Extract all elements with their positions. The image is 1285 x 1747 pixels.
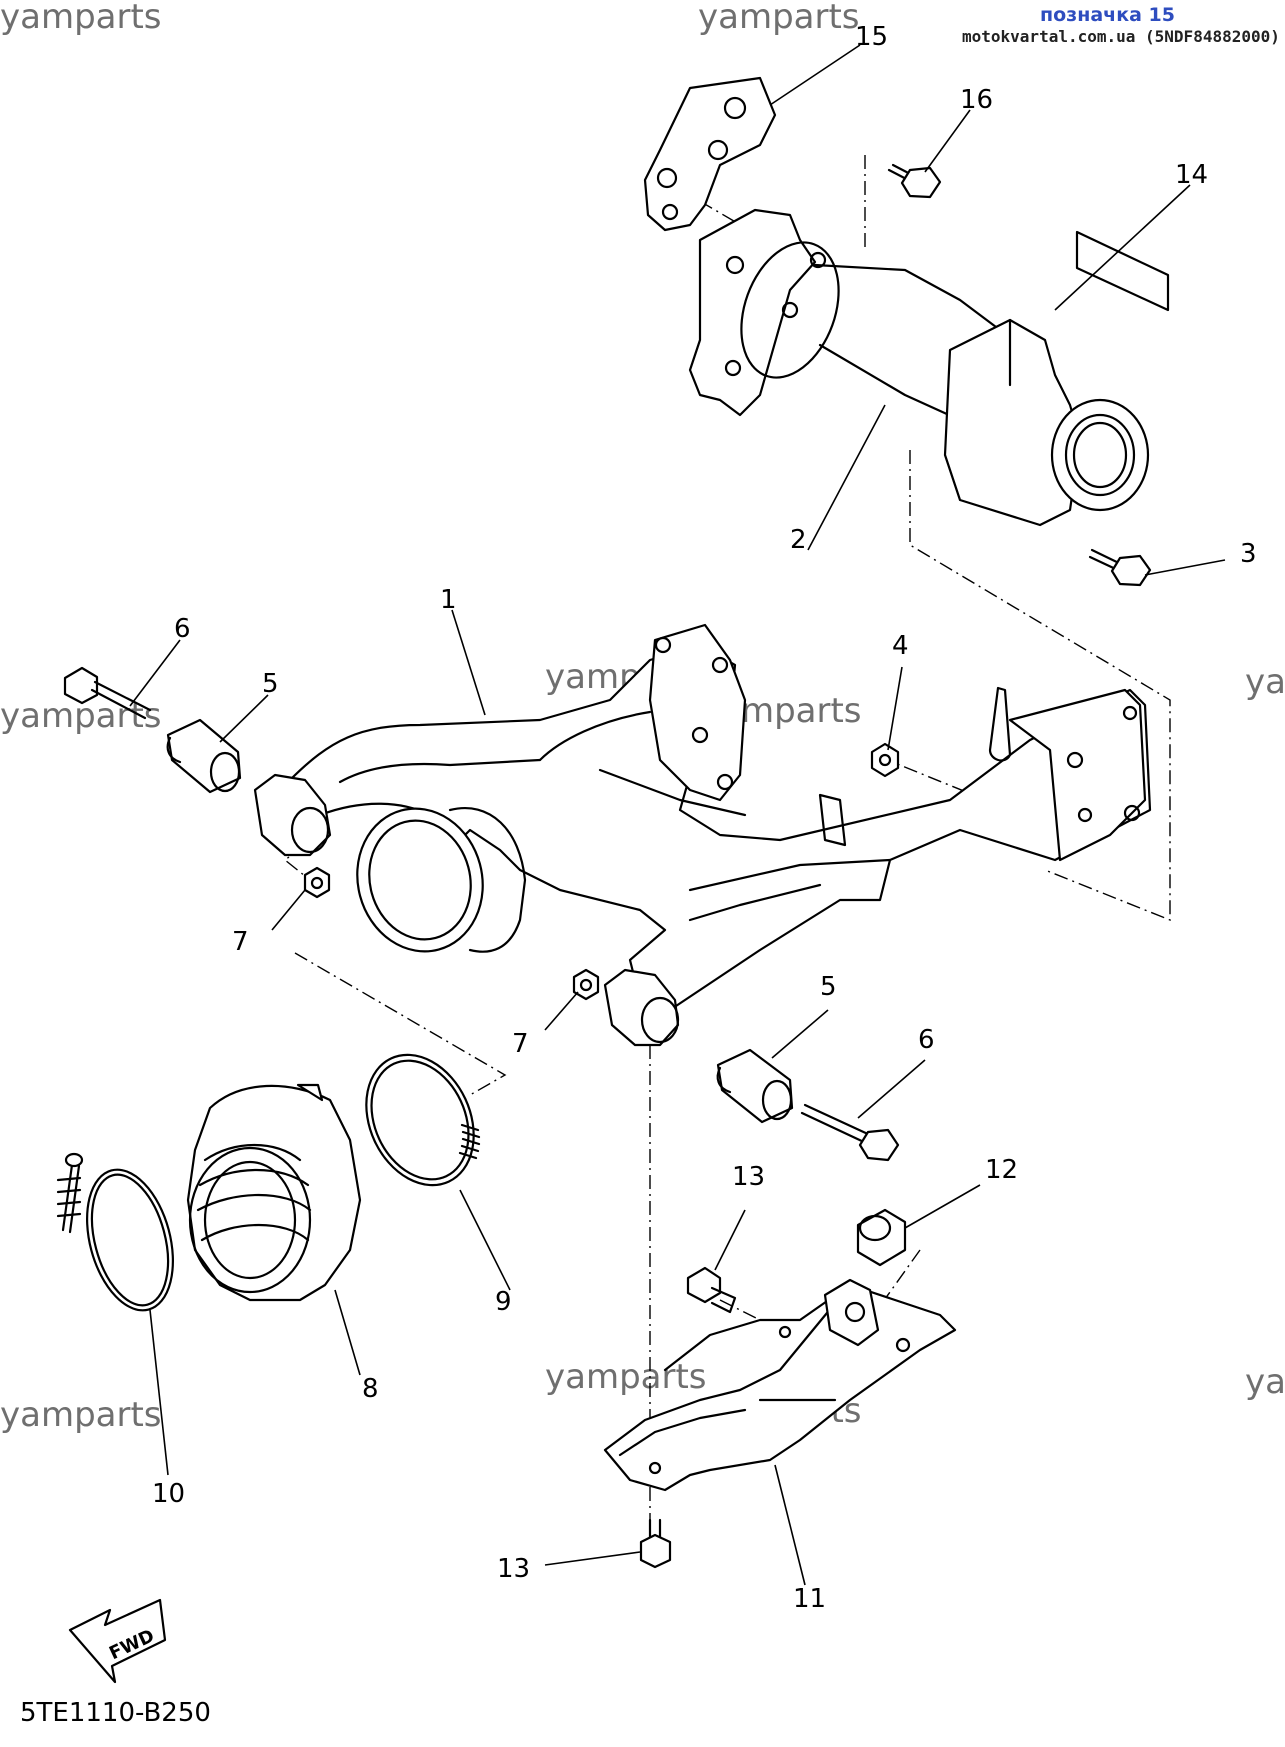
- callout-13: 13: [497, 1554, 530, 1584]
- callout-5: 5: [262, 669, 279, 699]
- skid-plate-part-11: [603, 1278, 957, 1492]
- watermark: yamparts: [698, 0, 860, 37]
- bolt-part-6-top: [63, 666, 152, 720]
- nut-part-7-right: [572, 968, 600, 1001]
- diagram-code: 5TE1110-B250: [20, 1698, 211, 1728]
- callout-10: 10: [152, 1479, 185, 1509]
- callout-7: 7: [512, 1029, 529, 1059]
- callout-16: 16: [960, 85, 993, 115]
- callout-3: 3: [1240, 539, 1257, 569]
- callout-11: 11: [793, 1584, 826, 1614]
- clamp-part-10: [56, 1152, 174, 1312]
- callout-4: 4: [892, 631, 909, 661]
- callout-13: 13: [732, 1162, 765, 1192]
- callout-8: 8: [362, 1374, 379, 1404]
- bolt-part-13-top: [686, 1266, 737, 1314]
- nut-part-4: [870, 742, 900, 778]
- bolt-part-16: [887, 163, 942, 199]
- label-part-14: [1075, 230, 1170, 312]
- bracket-part-15: [643, 76, 777, 232]
- header-site: motokvartal.com.ua (5NDF84882000): [962, 27, 1280, 46]
- callout-12: 12: [985, 1155, 1018, 1185]
- callout-6: 6: [918, 1025, 935, 1055]
- watermark-partial: ya: [1245, 1362, 1285, 1402]
- damper-part-12: [856, 1208, 907, 1267]
- callout-2: 2: [790, 525, 807, 555]
- callout-15: 15: [855, 22, 888, 52]
- swingarm-part-1: [253, 623, 1152, 1047]
- fwd-arrow-icon: FWD: [68, 1598, 167, 1684]
- callout-numbers: 15 16 14 2 3 1 6 5 4 7 7 5 6 13 12 9 8 1…: [152, 22, 1257, 1614]
- watermark: yamparts: [0, 0, 162, 37]
- bolt-part-3: [1088, 548, 1152, 587]
- callout-14: 14: [1175, 160, 1208, 190]
- boot-part-8: [186, 1083, 362, 1302]
- watermark-partial: ya: [1245, 662, 1285, 702]
- leader-lines: [129, 44, 1226, 1586]
- circlip-part-9: [365, 1053, 481, 1187]
- header-label: позначка 15: [1040, 4, 1175, 26]
- callout-6: 6: [174, 614, 191, 644]
- bolt-part-6-bottom: [800, 1103, 900, 1162]
- axle-housing-part-2: [688, 208, 1150, 527]
- callout-5: 5: [820, 972, 837, 1002]
- watermark: yamparts: [0, 1395, 162, 1435]
- collar-part-5-bottom: [716, 1048, 794, 1124]
- callout-9: 9: [495, 1287, 512, 1317]
- bolt-part-13-bottom: [639, 1518, 672, 1569]
- callout-7: 7: [232, 927, 249, 957]
- watermark: yamparts: [545, 1357, 707, 1397]
- callout-1: 1: [440, 585, 457, 615]
- nut-part-7-left: [303, 866, 331, 899]
- collar-part-5-top: [166, 718, 242, 794]
